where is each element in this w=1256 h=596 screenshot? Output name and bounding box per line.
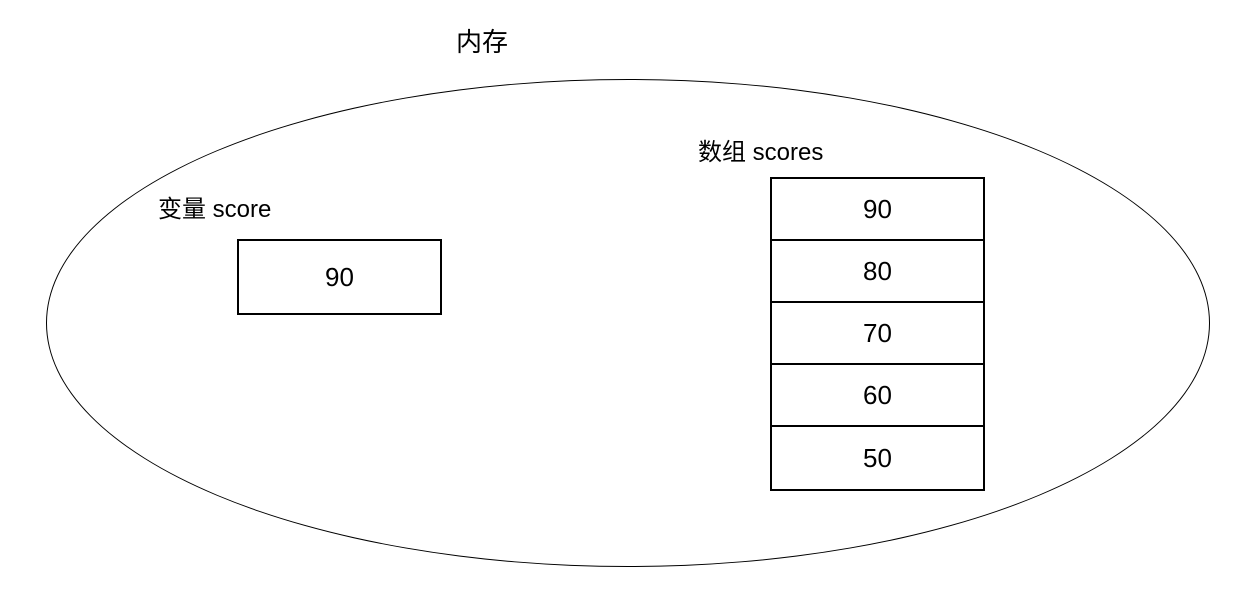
array-cell-0: 90	[772, 179, 983, 241]
array-label: 数组 scores	[698, 139, 824, 166]
array-cell-3: 60	[772, 365, 983, 427]
array-cell-4: 50	[863, 442, 892, 473]
array-cell-1: 80	[772, 241, 983, 303]
memory-boundary-ellipse	[46, 79, 1210, 567]
variable-value: 90	[325, 261, 354, 292]
array-box: 90 80 70 60 50	[770, 177, 985, 491]
diagram-title: 内存	[456, 27, 509, 57]
array-cell-2: 70	[772, 303, 983, 365]
variable-value-box: 90	[237, 239, 442, 315]
variable-label: 变量 score	[158, 196, 272, 223]
